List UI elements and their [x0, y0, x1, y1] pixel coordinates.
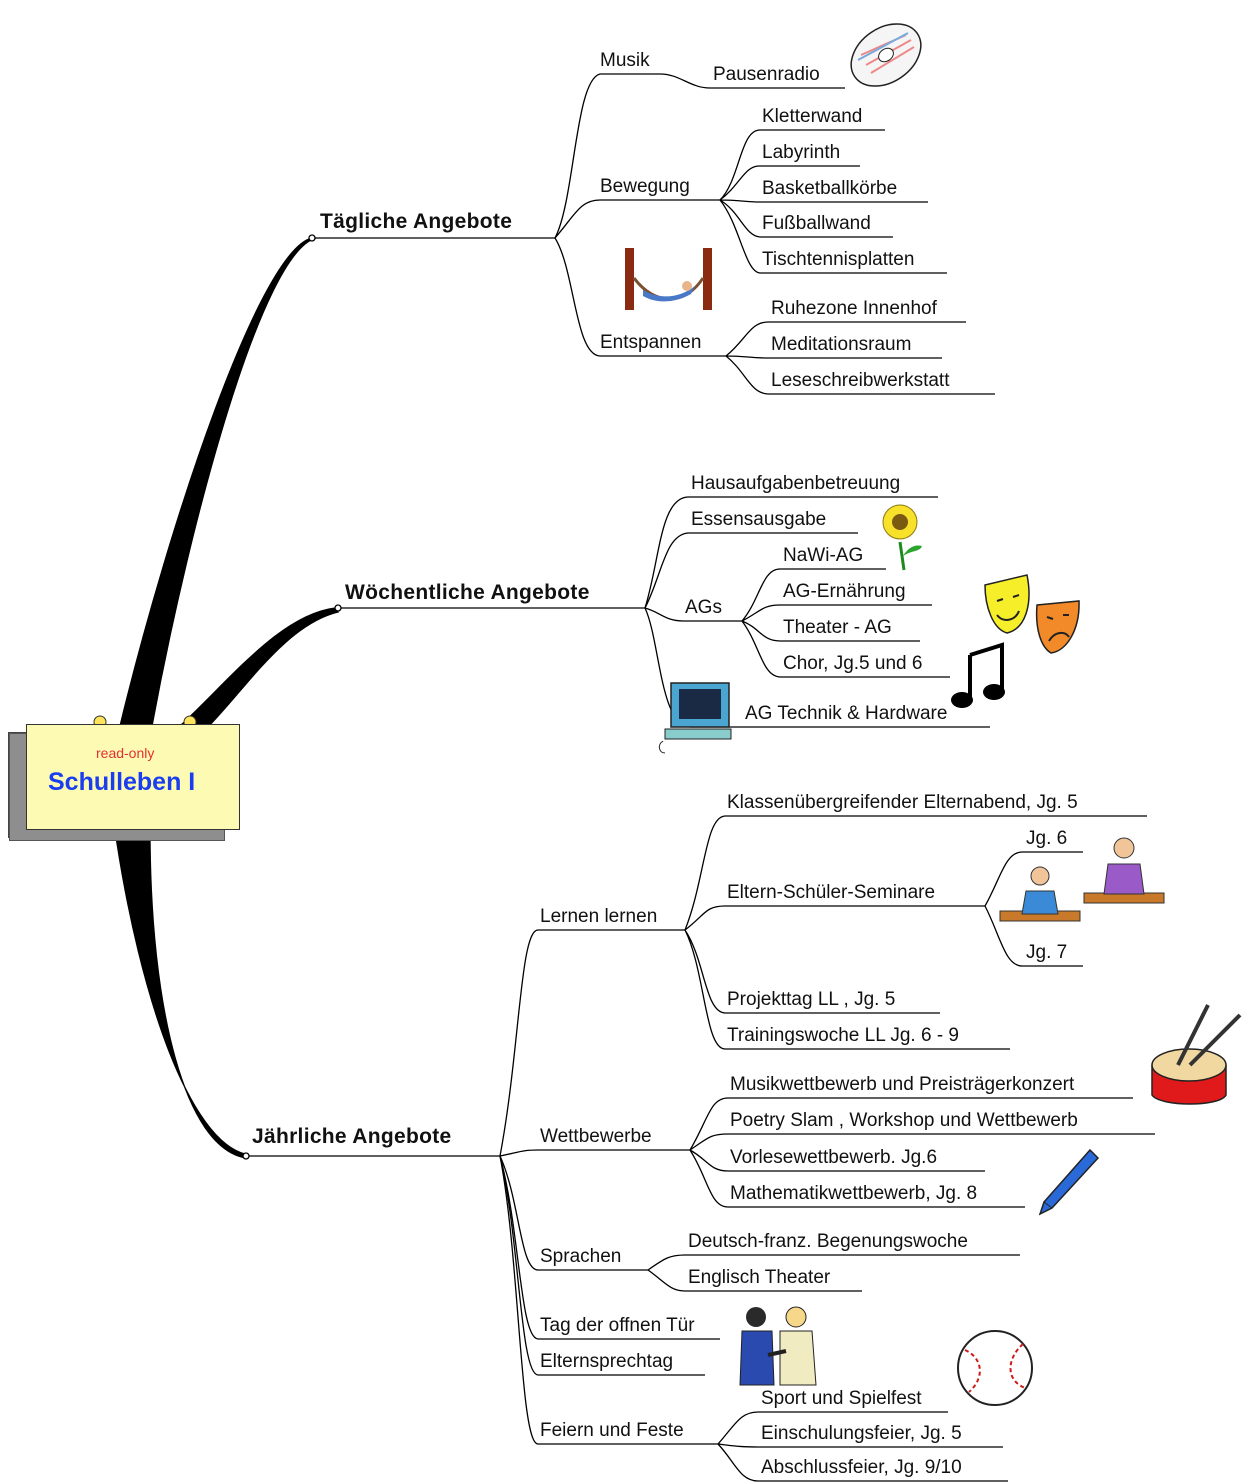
branch-stem-taegliche — [119, 237, 317, 727]
leaf-basketballkoerbe[interactable]: Basketballkörbe — [762, 178, 898, 199]
edge-tag-offne — [499, 1155, 720, 1340]
students-at-desk-icon — [999, 837, 1165, 922]
edges-wettbewerbe-leaves — [689, 1097, 1155, 1208]
leaf-deutsch-franz[interactable]: Deutsch-franz. Begenungswoche — [688, 1231, 968, 1252]
edges-feiern-leaves — [717, 1411, 1008, 1482]
node-sprachen[interactable]: Sprachen — [540, 1246, 622, 1267]
edges-bewegung-leaves — [719, 129, 947, 274]
sunflower-icon — [882, 504, 922, 571]
leaf-ag-ernaehrung[interactable]: AG-Ernährung — [783, 581, 906, 602]
edges-seminare-leaves — [984, 851, 1083, 967]
branch-stem-woechentliche — [178, 607, 340, 731]
edges-lernen-leaves — [684, 815, 1147, 1050]
leaf-klassenuebergreifender-elternabend[interactable]: Klassenübergreifender Elternabend, Jg. 5 — [727, 792, 1078, 813]
edge-pausenradio — [659, 73, 845, 89]
leaf-sport-und-spielfest[interactable]: Sport und Spielfest — [761, 1388, 922, 1409]
pencil-icon — [1038, 1148, 1100, 1216]
edges-ags-leaves — [741, 568, 950, 678]
branch-jaehrliche-angebote[interactable]: Jährliche Angebote — [252, 1125, 452, 1148]
node-wettbewerbe[interactable]: Wettbewerbe — [540, 1126, 652, 1147]
branch-woechentliche-angebote[interactable]: Wöchentliche Angebote — [345, 581, 590, 604]
edge-lernen — [499, 929, 685, 1157]
leaf-jg-7[interactable]: Jg. 7 — [1026, 942, 1068, 963]
leaf-theater-ag[interactable]: Theater - AG — [783, 617, 892, 638]
leaf-ruhezone[interactable]: Ruhezone Innenhof — [771, 298, 937, 319]
leaf-mathematikwettbewerb[interactable]: Mathematikwettbewerb, Jg. 8 — [730, 1183, 978, 1204]
node-essensausgabe[interactable]: Essensausgabe — [691, 509, 827, 530]
root-title[interactable]: Schulleben I — [48, 768, 196, 796]
leaf-jg-6[interactable]: Jg. 6 — [1026, 828, 1068, 849]
leaf-trainingswoche-ll[interactable]: Trainingswoche LL Jg. 6 - 9 — [727, 1025, 959, 1046]
connector-lines — [114, 73, 1155, 1482]
edge-wettbewerbe — [499, 1149, 690, 1157]
leaf-musikwettbewerb[interactable]: Musikwettbewerb und Preisträgerkonzert — [730, 1074, 1075, 1095]
edge-entspannen — [554, 237, 726, 357]
node-lernen-lernen[interactable]: Lernen lernen — [540, 906, 658, 927]
leaf-einschulungsfeier[interactable]: Einschulungsfeier, Jg. 5 — [761, 1423, 962, 1444]
edges-entspannen-leaves — [725, 321, 995, 395]
node-bewegung[interactable]: Bewegung — [600, 176, 690, 197]
node-entspannen[interactable]: Entspannen — [600, 332, 702, 353]
leaf-chor[interactable]: Chor, Jg.5 und 6 — [783, 653, 923, 674]
music-note-icon — [951, 642, 1005, 708]
node-feiern-und-feste[interactable]: Feiern und Feste — [540, 1420, 684, 1441]
leaf-tischtennisplatten[interactable]: Tischtennisplatten — [762, 249, 915, 270]
node-ags[interactable]: AGs — [685, 597, 722, 618]
leaf-poetry-slam[interactable]: Poetry Slam , Workshop und Wettbewerb — [730, 1110, 1078, 1131]
leaf-nawi-ag[interactable]: NaWi-AG — [783, 545, 864, 566]
edge-elternsprechtag — [499, 1155, 705, 1376]
edge-bewegung — [554, 199, 720, 239]
node-ag-technik[interactable]: AG Technik & Hardware — [745, 703, 948, 724]
leaf-abschlussfeier[interactable]: Abschlussfeier, Jg. 9/10 — [761, 1457, 962, 1478]
leaf-projekttag-ll[interactable]: Projekttag LL , Jg. 5 — [727, 989, 896, 1010]
cd-icon — [850, 23, 922, 87]
branch-stem-jaehrliche — [114, 829, 247, 1159]
edge-sprachen — [499, 1155, 648, 1271]
leaf-leseschreibwerkstatt[interactable]: Leseschreibwerkstatt — [771, 370, 950, 391]
drum-icon — [1151, 1004, 1242, 1105]
node-elternsprechtag[interactable]: Elternsprechtag — [540, 1351, 674, 1372]
handshake-icon — [739, 1306, 817, 1386]
edge-ags — [644, 607, 742, 622]
edge-hausaufgaben — [644, 496, 938, 609]
root-node[interactable] — [26, 724, 240, 830]
computer-icon — [658, 682, 732, 754]
root-node-side — [8, 732, 28, 838]
hammock-icon — [625, 248, 712, 310]
leaf-eltern-schueler-seminare[interactable]: Eltern-Schüler-Seminare — [727, 882, 936, 903]
leaf-kletterwand[interactable]: Kletterwand — [762, 106, 863, 127]
edges-sprachen-leaves — [647, 1254, 1020, 1292]
leaf-meditationsraum[interactable]: Meditationsraum — [771, 334, 912, 355]
branch-taegliche-angebote[interactable]: Tägliche Angebote — [320, 210, 513, 233]
leaf-englisch-theater[interactable]: Englisch Theater — [688, 1267, 831, 1288]
leaf-pausenradio[interactable]: Pausenradio — [713, 64, 820, 85]
node-hausaufgabenbetreuung[interactable]: Hausaufgabenbetreuung — [691, 473, 901, 494]
edge-musik — [554, 73, 660, 239]
theater-masks-icon — [984, 574, 1080, 654]
read-only-badge: read-only — [96, 745, 155, 761]
edge-feiern — [499, 1155, 718, 1445]
edge-essensausgabe — [644, 532, 858, 609]
leaf-fussballwand[interactable]: Fußballwand — [762, 213, 871, 234]
leaf-vorlesewettbewerb[interactable]: Vorlesewettbewerb. Jg.6 — [730, 1147, 938, 1168]
leaf-labyrinth[interactable]: Labyrinth — [762, 142, 841, 163]
baseball-icon — [957, 1330, 1033, 1406]
node-tag-der-offnen-tuer[interactable]: Tag der offnen Tür — [540, 1315, 695, 1336]
node-musik[interactable]: Musik — [600, 50, 650, 71]
